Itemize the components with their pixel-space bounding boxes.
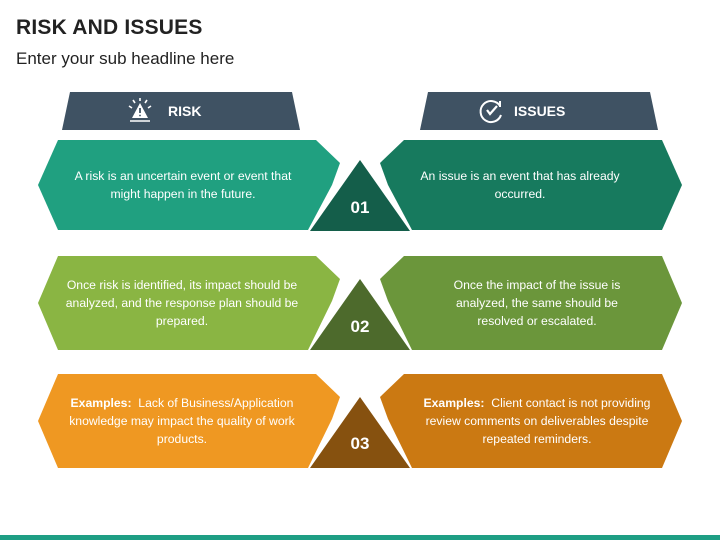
check-gear-icon <box>479 100 502 124</box>
risk-hexagon-3 <box>38 374 340 468</box>
issue-text-1: An issue is an event that has already oc… <box>420 169 620 201</box>
number-triangle-3 <box>310 397 410 468</box>
risk-hexagon-2 <box>38 256 340 350</box>
row-number-2: 02 <box>350 317 370 336</box>
risk-text-3: Examples: Lack of Business/Application k… <box>69 396 295 446</box>
issue-hexagon-1 <box>380 140 682 230</box>
risk-label-3: Examples: <box>70 396 132 410</box>
risk-text-2: Once risk is identified, its impact shou… <box>65 278 299 328</box>
issue-text-2: Once the impact of the issue is analyzed… <box>453 278 621 328</box>
issue-hexagon-2 <box>380 256 682 350</box>
bottom-accent-bar <box>0 535 720 540</box>
issue-hexagon-3 <box>380 374 682 468</box>
number-triangle-1 <box>310 160 410 231</box>
page-subtitle: Enter your sub headline here <box>16 49 235 68</box>
risk-warning-icon <box>128 98 152 122</box>
issue-text-3: Examples: Client contact is not providin… <box>423 396 651 446</box>
risk-text-1: A risk is an uncertain event or event th… <box>74 169 292 201</box>
row-number-1: 01 <box>350 198 370 217</box>
issue-label-3: Examples: <box>423 396 485 410</box>
number-triangle-2 <box>310 279 410 350</box>
row-number-3: 03 <box>350 434 370 453</box>
page-title: RISK AND ISSUES <box>16 16 203 39</box>
risk-header-shape <box>62 92 300 130</box>
issues-header-shape <box>420 92 658 130</box>
risk-header-label: RISK <box>168 103 202 119</box>
issues-header-label: ISSUES <box>514 103 566 119</box>
risk-hexagon-1 <box>38 140 340 230</box>
